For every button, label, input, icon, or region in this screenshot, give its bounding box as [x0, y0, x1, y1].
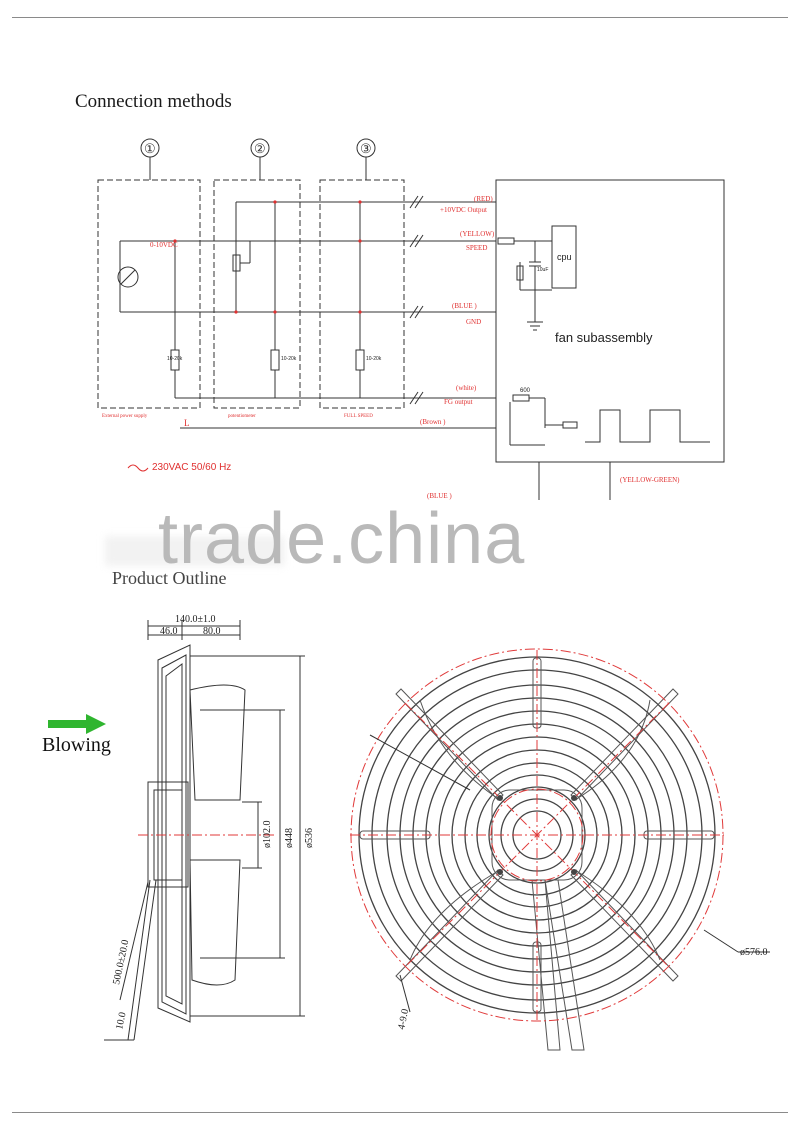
wire-brown-color: (Brown ) — [420, 418, 446, 426]
box-caption-1: External power supply — [102, 414, 148, 419]
dim-cable-len: 500.0±20.0 — [111, 939, 131, 986]
dim-bolt-dia: ø448 — [284, 828, 295, 848]
blowing-arrow-icon — [48, 714, 106, 734]
wire-red-color: (RED) — [474, 195, 493, 203]
blowing-label: Blowing — [42, 734, 111, 756]
method-number-3: ③ — [360, 141, 372, 156]
resistor-label-1: 10-20k — [167, 356, 183, 362]
dim-depth-b: 80.0 — [203, 626, 221, 637]
watermark-blur — [105, 536, 285, 566]
method-number-1: ① — [144, 141, 156, 156]
method-number-2: ② — [254, 141, 266, 156]
wire-yellow-function: SPEED — [466, 244, 487, 252]
wire-white-color: (white) — [456, 384, 477, 392]
cpu-label: cpu — [557, 252, 572, 262]
square-wave — [585, 409, 710, 443]
dim-hub-dia: ø102.0 — [262, 821, 273, 849]
earth-blue-label: (BLUE ) — [427, 492, 452, 500]
dim-outer-dia: ø536 — [304, 828, 315, 848]
dim-overall-depth: 140.0±1.0 — [175, 614, 216, 625]
connection-methods-title: Connection methods — [75, 91, 232, 112]
wire-blue-color: (BLUE ) — [452, 302, 477, 310]
watermark: trade.china — [158, 499, 526, 579]
voltmeter-icon — [117, 266, 139, 288]
live-label: L — [184, 418, 190, 428]
product-outline-title: Product Outline — [112, 568, 227, 588]
box-caption-3: FULL SPEED — [344, 414, 373, 419]
source-label: 0-10VDC — [150, 241, 178, 249]
resistor-label-2: 10-20k — [281, 356, 297, 362]
method-box-3 — [319, 179, 405, 409]
cpu-box — [551, 225, 577, 289]
fan-subassembly-label: fan subassembly — [555, 330, 653, 345]
res-600-label: 600 — [520, 388, 531, 394]
wire-blue-function: GND — [466, 318, 481, 326]
dim-holes: 4-9.0 — [396, 1008, 411, 1031]
method-box-2 — [213, 179, 301, 409]
box-caption-2: potentiometer — [228, 414, 256, 419]
wire-red-function: +10VDC Output — [440, 206, 487, 214]
bottom-rule — [12, 1112, 788, 1113]
wire-white-function: FG output — [444, 398, 473, 406]
wire-yellow-color: (YELLOW) — [460, 230, 495, 238]
dim-guard-dia: ø576.0 — [740, 947, 768, 958]
earth-yg-label: (YELLOW-GREEN) — [620, 476, 680, 484]
method-box-1 — [97, 179, 201, 409]
dim-strip-len: 10.0 — [114, 1011, 128, 1030]
top-rule — [12, 17, 788, 18]
mains-label: 230VAC 50/60 Hz — [152, 462, 231, 473]
resistor-label-3: 10-20k — [366, 356, 382, 362]
dim-depth-a: 46.0 — [160, 626, 178, 637]
cap-label: 10uF — [537, 267, 548, 273]
